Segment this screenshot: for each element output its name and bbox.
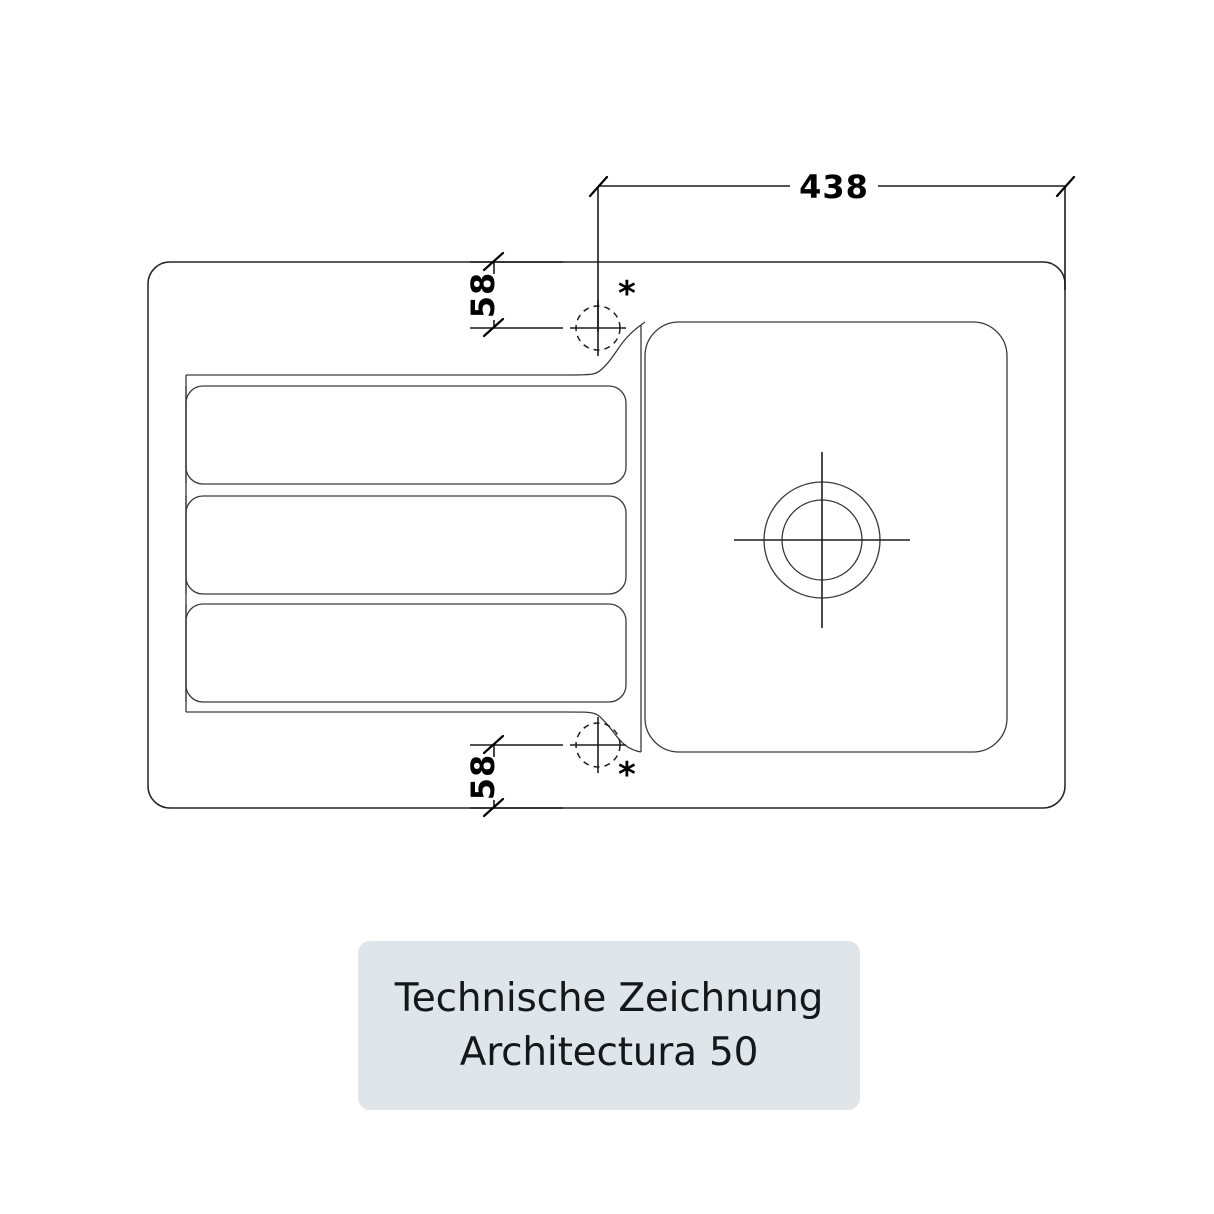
dimension-58-bottom-tick-lower	[482, 797, 505, 818]
drain-outlet	[734, 452, 910, 628]
dimension-58-bottom: 58	[464, 734, 563, 818]
dimension-58-top: 58	[464, 251, 563, 338]
drainboard-grooves	[185, 385, 627, 703]
tap-hole-bottom: *	[570, 717, 636, 795]
caption-line-2: Architectura 50	[459, 1029, 759, 1075]
sink-bowl	[644, 321, 1008, 753]
dimension-438-label: 438	[799, 168, 869, 206]
dimension-58-bottom-label: 58	[464, 754, 502, 801]
drainboard-groove	[185, 385, 627, 485]
drainboard-rim-top	[186, 321, 646, 376]
drainboard-rim-bottom	[186, 711, 642, 753]
tap-hole-asterisk-bottom: *	[618, 755, 636, 795]
dimension-58-top-label: 58	[464, 272, 502, 319]
tap-hole-asterisk-top: *	[618, 274, 636, 314]
tap-hole-top: *	[570, 274, 636, 356]
dimension-438-tick-right	[1055, 175, 1076, 198]
drainboard-groove	[185, 603, 627, 703]
caption-line-1: Technische Zeichnung	[394, 975, 824, 1021]
dimension-58-bottom-tick-upper	[482, 734, 505, 755]
sink-outer-body	[147, 261, 1066, 809]
dimension-58-top-tick-upper	[482, 251, 505, 272]
caption-box: Technische Zeichnung Architectura 50	[358, 941, 860, 1110]
dimension-58-top-tick-lower	[482, 317, 505, 338]
dimension-438: 438	[588, 168, 1076, 332]
dimension-438-tick-left	[588, 175, 609, 198]
drainboard-groove	[185, 495, 627, 595]
